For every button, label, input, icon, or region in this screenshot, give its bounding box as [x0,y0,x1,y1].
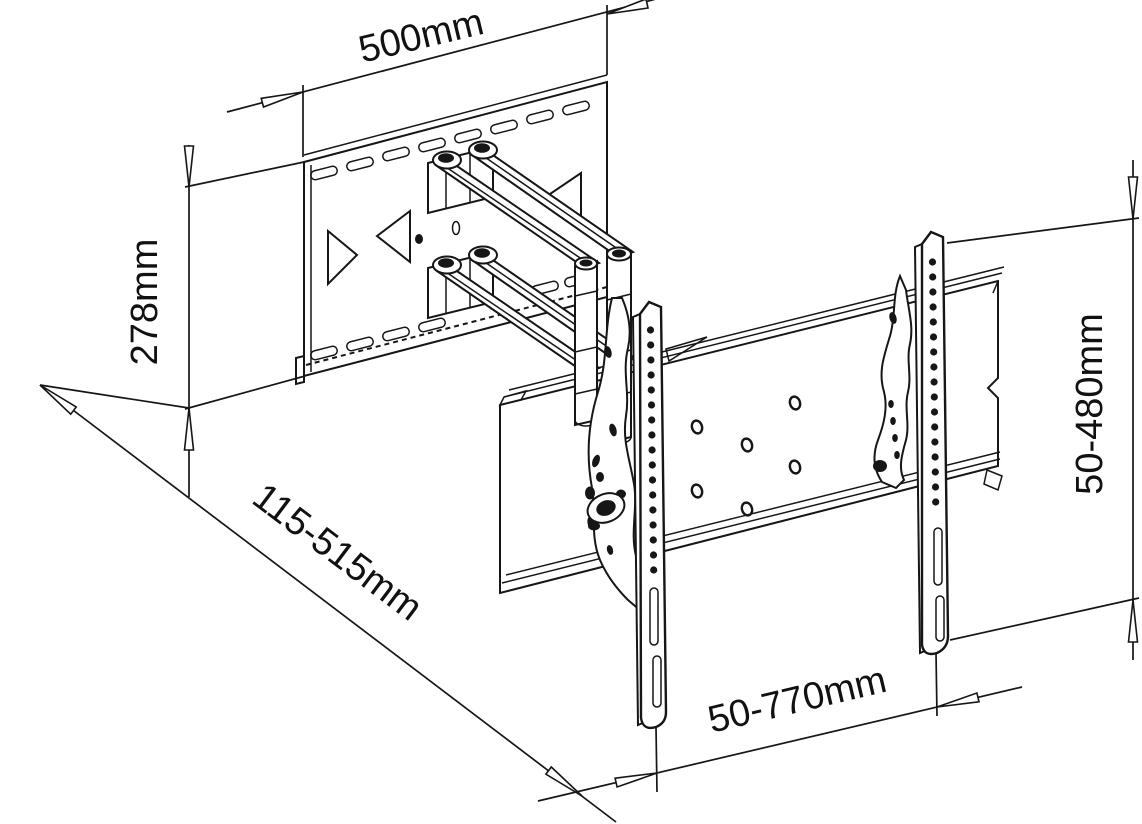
left-rail-holes [646,326,658,574]
crossbar-gusset [665,336,708,363]
wall-plate [295,74,608,386]
plate-slots-upper [310,100,590,181]
left-rail [631,300,668,730]
crossbar-holes [690,395,802,517]
dim-label-left-height: 278mm [124,239,166,366]
dim-line-diagonal-depth [39,384,617,823]
plate-keyhole [451,220,461,236]
dim-label-right-height: 50-480mm [1069,313,1111,495]
plate-fold-dashed-line [305,286,608,366]
plate-triangle-cutout [375,208,411,265]
plate-triangle-cutout [327,228,359,287]
right-rail-slot [935,595,945,642]
right-rail-holes [928,258,940,506]
dim-label-bottom-width: 50-770mm [704,659,890,742]
dim-label-diagonal-depth: 115-515mm [245,475,430,629]
tilt-knob [585,472,626,531]
plate-center-hole [415,234,423,244]
right-rail [913,230,950,656]
upper-arm [427,140,636,270]
left-rail-slot [652,655,662,708]
right-tilt-bracket [873,273,913,490]
right-rail-slot [933,527,943,586]
left-rail-slot [649,587,659,646]
